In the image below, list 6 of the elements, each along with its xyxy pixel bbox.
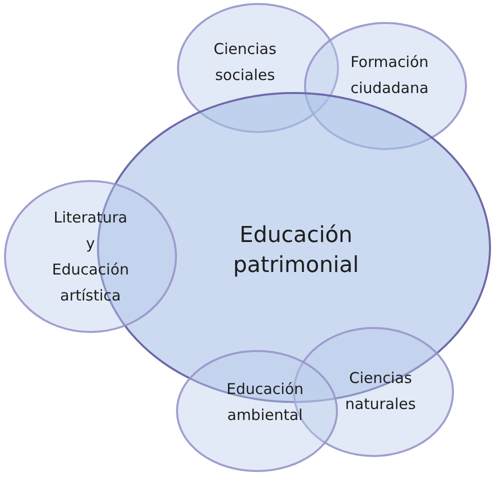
topic-label: Educación ambiental: [226, 378, 304, 426]
topic-label: Literatura y Educación artística: [52, 207, 130, 307]
topic-label: Ciencias sociales: [214, 38, 276, 86]
topic-label: Ciencias naturales: [345, 368, 416, 415]
central-label: Educación patrimonial: [233, 222, 359, 280]
topic-label: Formación ciudadana: [350, 52, 429, 99]
